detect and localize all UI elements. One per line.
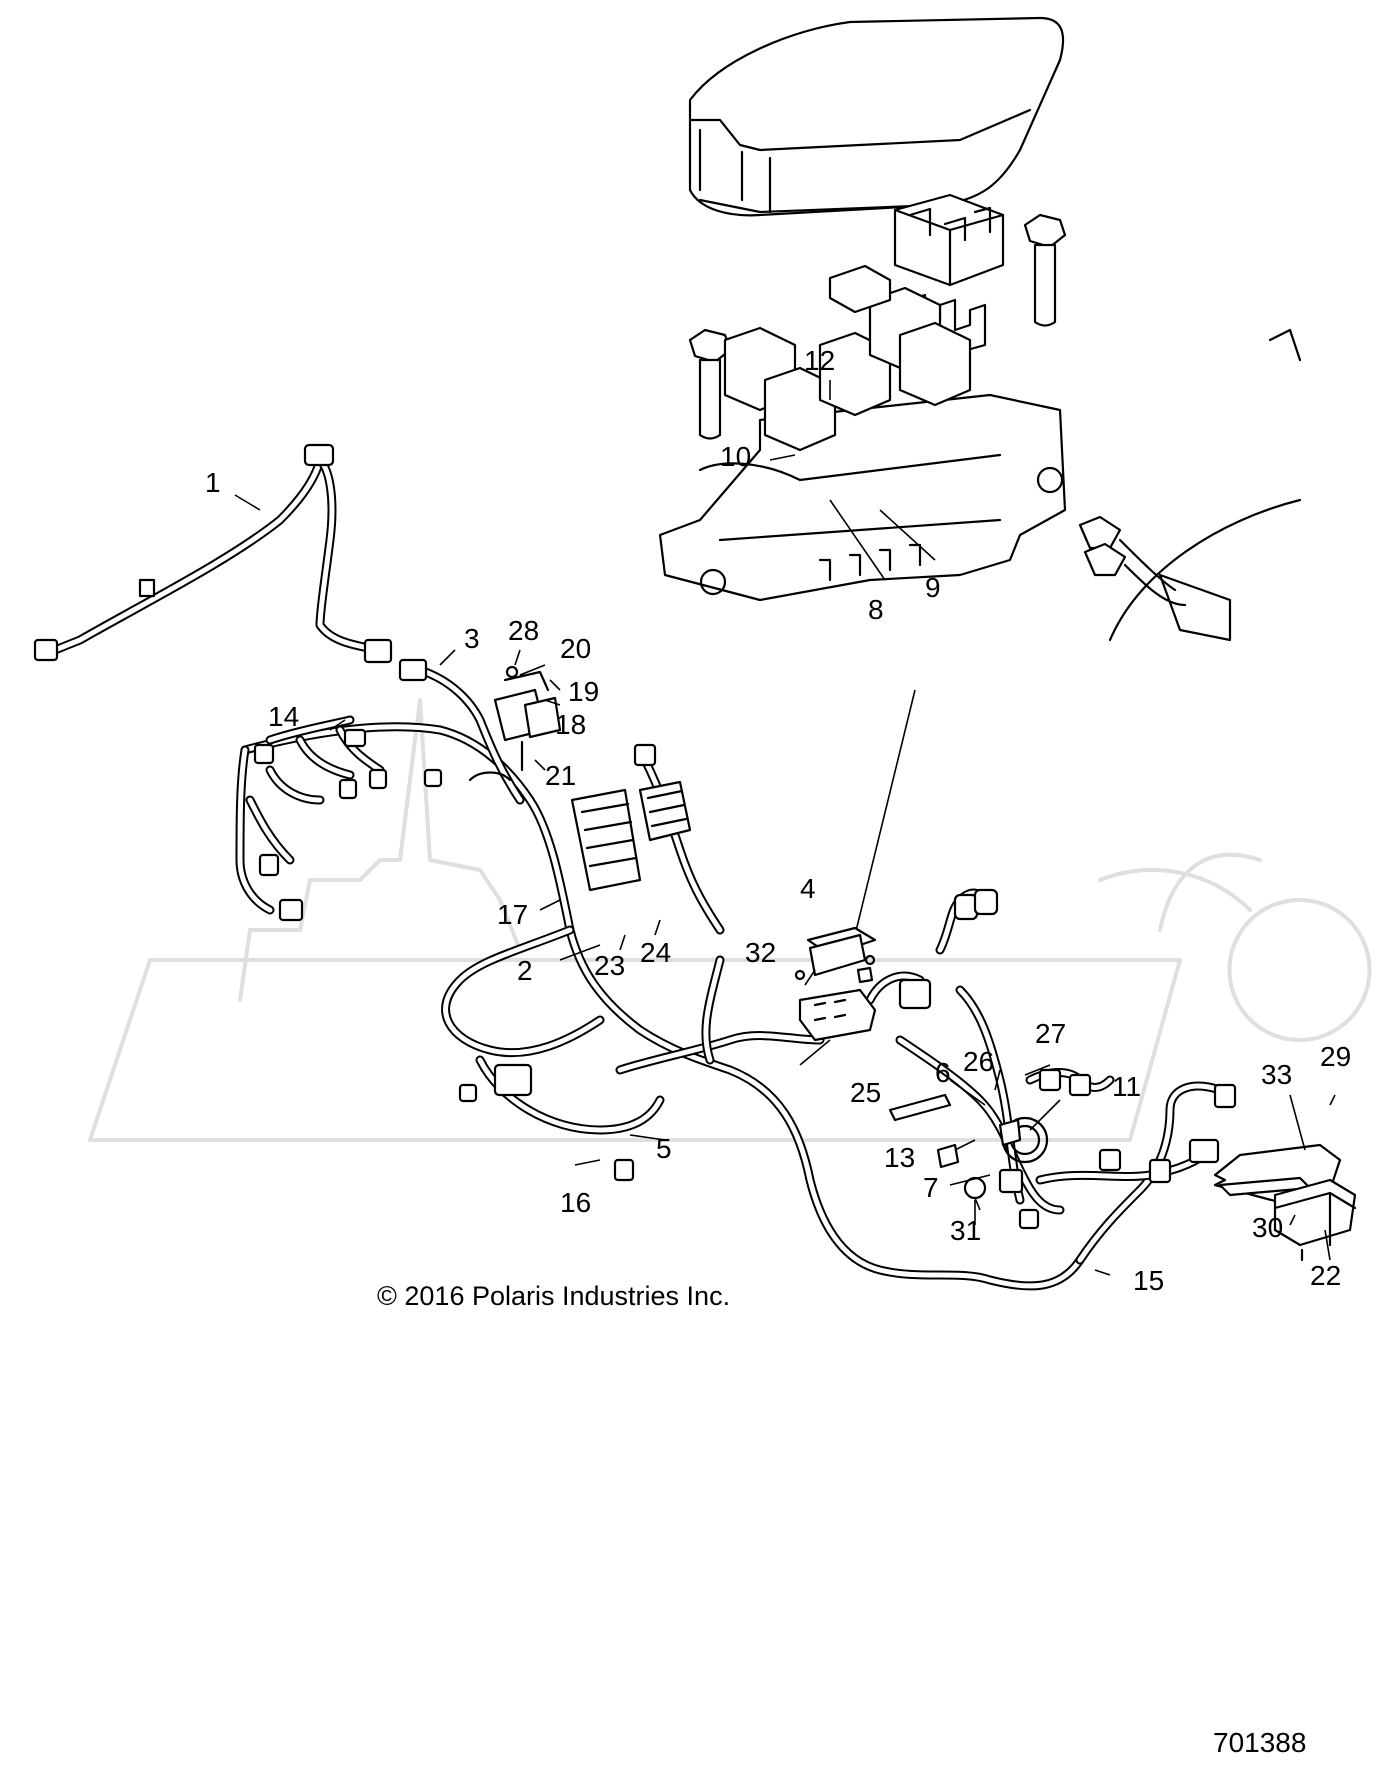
small-components xyxy=(936,1116,1049,1200)
callout-22: 22 xyxy=(1310,1260,1341,1291)
callout-29: 29 xyxy=(1320,1041,1351,1072)
callout-25: 25 xyxy=(850,1077,881,1108)
fuse-holder xyxy=(806,926,877,977)
callout-3: 3 xyxy=(464,623,480,654)
ecu-module xyxy=(570,780,692,892)
callout-28: 28 xyxy=(508,615,539,646)
relay-mount xyxy=(493,665,562,772)
fuse-box-base xyxy=(658,264,1067,602)
callout-15: 15 xyxy=(1133,1265,1164,1296)
callout-8: 8 xyxy=(868,594,884,625)
callout-9: 9 xyxy=(925,572,941,603)
bolt-right xyxy=(1023,213,1067,327)
callout-12: 12 xyxy=(804,345,835,376)
callout-27: 27 xyxy=(1035,1018,1066,1049)
callout-21: 21 xyxy=(545,760,576,791)
copyright-notice: © 2016 Polaris Industries Inc. xyxy=(377,1281,730,1311)
callout-30: 30 xyxy=(1252,1212,1283,1243)
callout-14: 14 xyxy=(268,701,299,732)
watermark xyxy=(88,698,1372,1142)
ground-strip xyxy=(888,1093,952,1122)
callout-7: 7 xyxy=(923,1172,939,1203)
leader-line-fuse-box xyxy=(854,689,916,936)
callout-32: 32 xyxy=(745,937,776,968)
callout-13: 13 xyxy=(884,1142,915,1173)
bolt-left xyxy=(688,328,732,440)
callout-labels: 1 2 3 4 5 6 7 8 9 10 11 12 13 14 15 16 1… xyxy=(205,345,1351,1296)
callout-11: 11 xyxy=(1112,1071,1141,1102)
callout-18: 18 xyxy=(555,709,586,740)
mini-fuse-block xyxy=(794,954,877,1042)
callout-31: 31 xyxy=(950,1215,981,1246)
callout-6: 6 xyxy=(935,1057,951,1088)
callout-19: 19 xyxy=(568,676,599,707)
callout-1: 1 xyxy=(205,467,221,498)
callout-17: 17 xyxy=(497,899,528,930)
callout-24: 24 xyxy=(640,937,671,968)
callout-16: 16 xyxy=(560,1187,591,1218)
callout-26: 26 xyxy=(963,1046,994,1077)
callout-2: 2 xyxy=(517,955,533,986)
callout-10: 10 xyxy=(720,441,751,472)
callout-20: 20 xyxy=(560,633,591,664)
body-panel xyxy=(1078,328,1302,642)
leaders xyxy=(234,380,1336,1276)
callout-33: 33 xyxy=(1261,1059,1292,1090)
bracket-and-module xyxy=(1213,1143,1357,1262)
drawing-number: 701388 xyxy=(1213,1727,1306,1758)
fuse-box-cover xyxy=(688,16,1065,217)
callout-4: 4 xyxy=(800,873,816,904)
harness-1 xyxy=(33,443,393,664)
callout-23: 23 xyxy=(594,950,625,981)
relay-block xyxy=(893,193,1005,287)
callout-5: 5 xyxy=(656,1133,672,1164)
main-harness-2 xyxy=(235,658,1237,1291)
